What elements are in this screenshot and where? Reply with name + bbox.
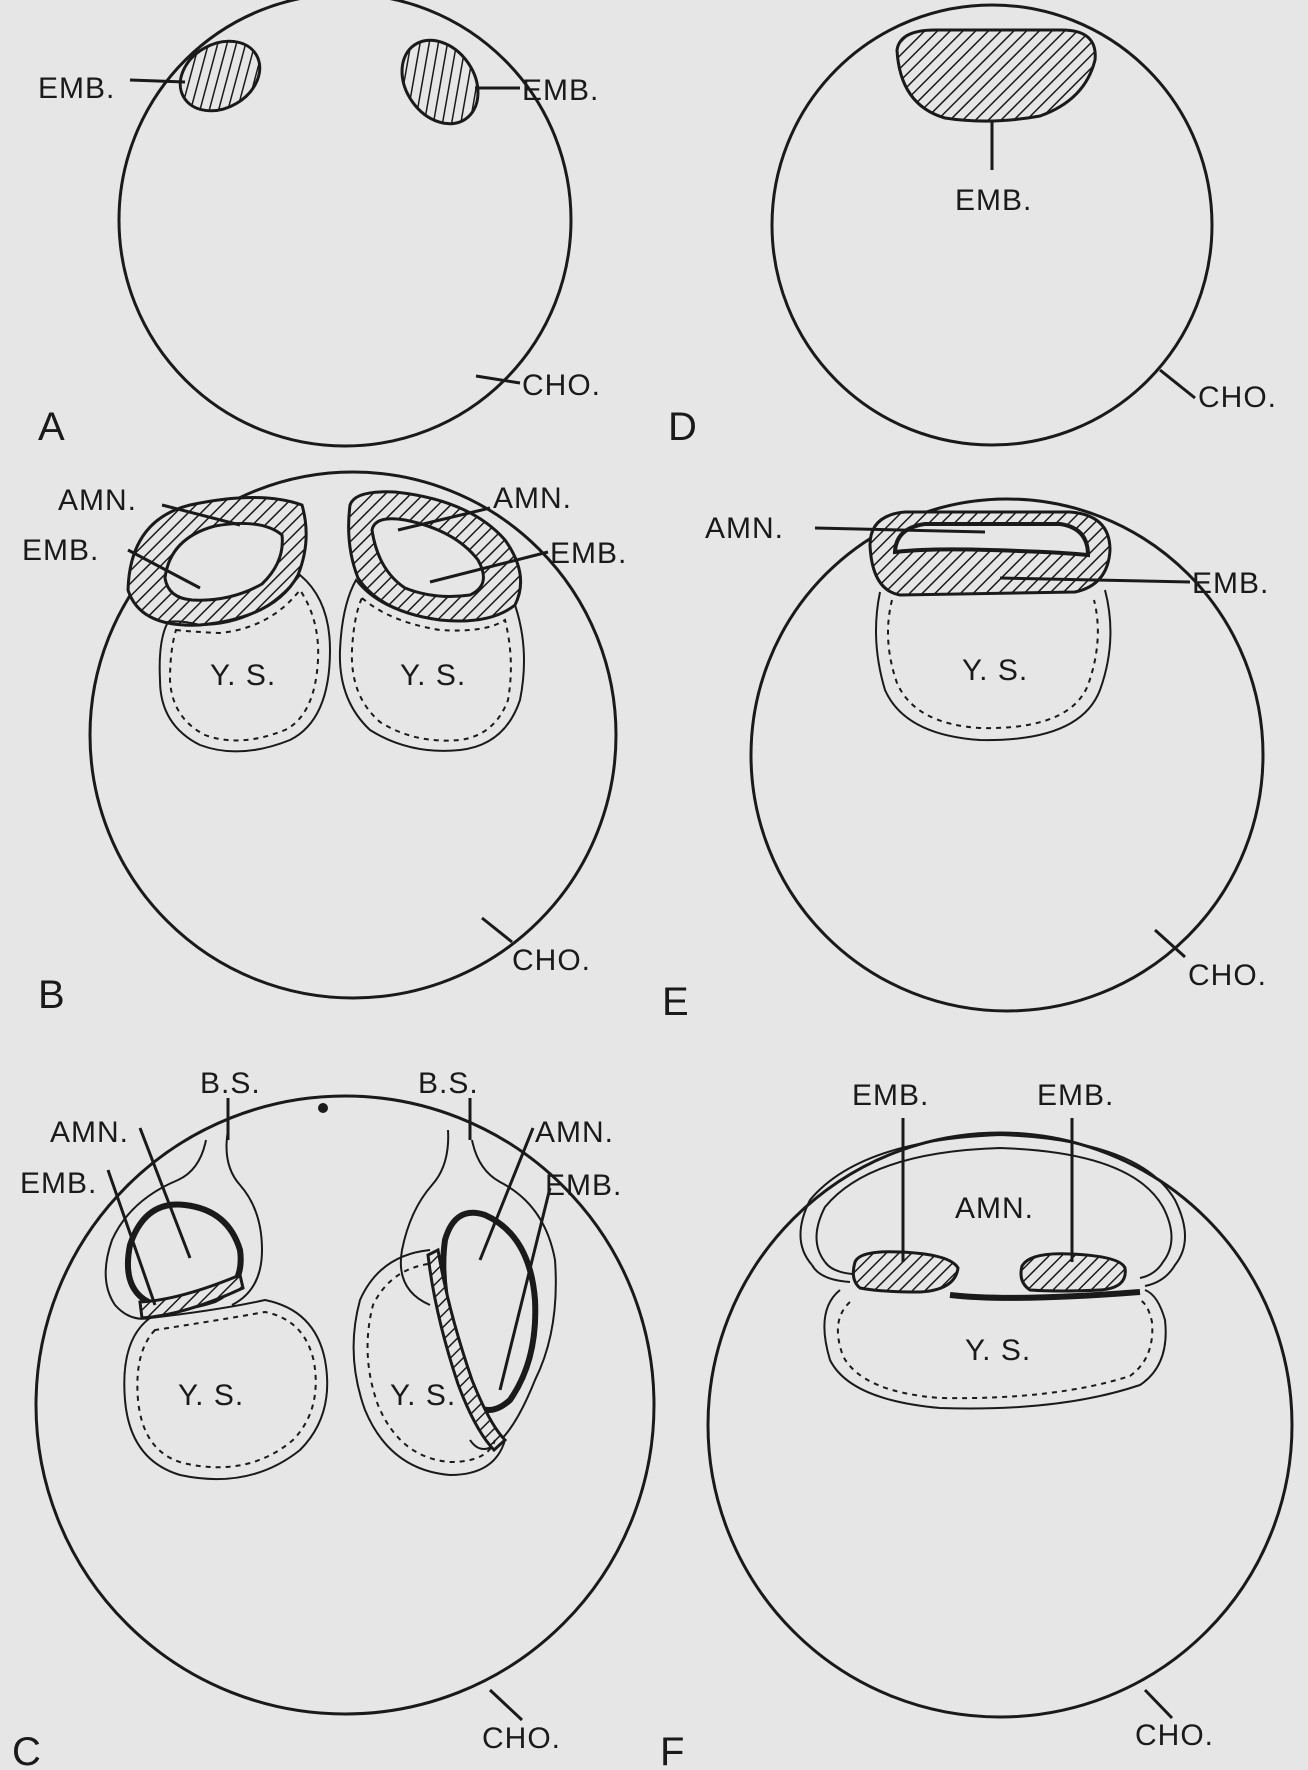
cho-label: CHO. bbox=[522, 369, 601, 402]
emb-label: EMB. bbox=[955, 184, 1032, 217]
ys-label-left: Y. S. bbox=[178, 1379, 244, 1412]
cho-label: CHO. bbox=[482, 1722, 561, 1755]
emb-label-right: EMB. bbox=[545, 1169, 622, 1202]
ys-label-right: Y. S. bbox=[390, 1379, 456, 1412]
yolk-sac-right-inner bbox=[368, 1264, 495, 1462]
panel-e: AMN. EMB. Y. S. CHO. E bbox=[662, 499, 1269, 1024]
embryo-shape-left bbox=[168, 27, 273, 124]
emb-label-left: EMB. bbox=[22, 534, 99, 567]
panel-letter-c: C bbox=[12, 1730, 41, 1770]
emb-label-right: EMB. bbox=[1037, 1079, 1114, 1112]
panel-f: EMB. EMB. AMN. Y. S. CHO. F bbox=[660, 1079, 1292, 1770]
cho-label: CHO. bbox=[1198, 381, 1277, 414]
bs-label-right: B.S. bbox=[418, 1067, 479, 1100]
amn-label-right: AMN. bbox=[493, 482, 572, 515]
panel-letter-b: B bbox=[38, 973, 65, 1017]
panel-letter-f: F bbox=[660, 1730, 684, 1770]
embryo-plate-right bbox=[428, 1250, 505, 1450]
amn-label-right: AMN. bbox=[535, 1116, 614, 1149]
embryo-amnion-left bbox=[128, 498, 306, 626]
emb-label-left: EMB. bbox=[852, 1079, 929, 1112]
embryonic-disc-line bbox=[950, 1292, 1140, 1298]
embryo-plate-left bbox=[853, 1252, 958, 1292]
bs-label-left: B.S. bbox=[200, 1067, 261, 1100]
cho-label: CHO. bbox=[512, 944, 591, 977]
panel-a: EMB. EMB. CHO. A bbox=[38, 0, 601, 449]
ys-label: Y. S. bbox=[962, 654, 1028, 687]
amn-label-left: AMN. bbox=[58, 484, 137, 517]
panel-c: B.S. B.S. AMN. EMB. AMN. EMB. Y. S. Y. S… bbox=[12, 1067, 654, 1770]
ys-label-right: Y. S. bbox=[400, 659, 466, 692]
panel-b: AMN. EMB. AMN. EMB. Y. S. Y. S. CHO. B bbox=[22, 472, 627, 1017]
yolk-sac-right bbox=[354, 1250, 505, 1475]
cho-label: CHO. bbox=[1188, 959, 1267, 992]
emb-label-left: EMB. bbox=[38, 72, 115, 105]
emb-label: EMB. bbox=[1192, 567, 1269, 600]
cho-label: CHO. bbox=[1135, 1719, 1214, 1752]
amnion-cavity bbox=[895, 524, 1088, 555]
embryo-shape bbox=[897, 30, 1095, 121]
amn-label: AMN. bbox=[955, 1192, 1034, 1225]
ys-label: Y. S. bbox=[965, 1334, 1031, 1367]
amn-label: AMN. bbox=[705, 512, 784, 545]
emb-label-right: EMB. bbox=[550, 537, 627, 570]
panel-letter-a: A bbox=[38, 405, 65, 449]
panel-d: EMB. CHO. D bbox=[668, 5, 1277, 449]
embryo-shape-right bbox=[386, 26, 493, 139]
emb-label-left: EMB. bbox=[20, 1167, 97, 1200]
ys-label-left: Y. S. bbox=[210, 659, 276, 692]
panel-letter-e: E bbox=[662, 980, 689, 1024]
chorion-dot bbox=[318, 1103, 328, 1113]
emb-label-right: EMB. bbox=[522, 74, 599, 107]
amn-label-left: AMN. bbox=[50, 1116, 129, 1149]
panel-letter-d: D bbox=[668, 405, 697, 449]
embryo-plate-left bbox=[140, 1275, 243, 1318]
